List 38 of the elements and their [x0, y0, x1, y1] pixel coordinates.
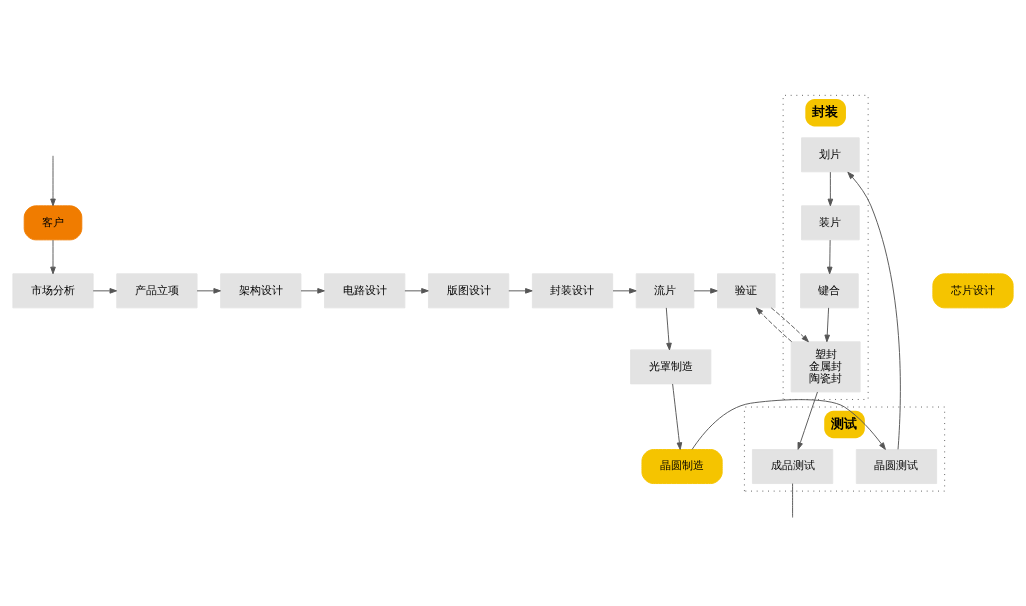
- arrow: [300, 288, 325, 294]
- arrow: [665, 307, 672, 351]
- node-box: 电路设计: [324, 273, 406, 309]
- arrow: [50, 155, 56, 207]
- node-box: 市场分析: [12, 273, 94, 309]
- arrow: [50, 239, 56, 275]
- node-box: 划片: [801, 137, 860, 173]
- arrow: [672, 383, 683, 450]
- arrow: [691, 399, 886, 450]
- arrow: [827, 171, 834, 207]
- node-box: 光罩制造: [630, 349, 712, 385]
- node-box: 成品测试: [751, 449, 834, 484]
- arrow: [693, 288, 718, 294]
- arrow: [92, 288, 118, 294]
- arrow: [824, 307, 830, 343]
- node-box: 芯片设计: [932, 273, 1014, 309]
- node-box: 封装设计: [531, 273, 614, 309]
- node-box: 验证: [717, 273, 776, 309]
- arrow: [770, 307, 809, 343]
- arrow: [612, 288, 637, 294]
- node-box: 键合: [800, 273, 859, 309]
- arrow: [826, 239, 833, 275]
- node-box: 晶圆制造: [641, 449, 723, 484]
- arrow: [847, 171, 901, 450]
- node-box: 产品立项: [116, 273, 198, 309]
- arrow: [508, 288, 533, 294]
- arrow: [196, 288, 221, 294]
- arrow: [755, 307, 793, 343]
- node-box: 塑封 金属封 陶瓷封: [790, 341, 861, 393]
- node-box: 客户: [23, 205, 83, 241]
- node-box: 装片: [801, 205, 860, 241]
- arrow: [404, 288, 429, 294]
- connector: [792, 483, 794, 518]
- node-box: 架构设计: [220, 273, 302, 309]
- arrow: [797, 391, 818, 450]
- node-box: 流片: [635, 273, 695, 309]
- node-box: 版图设计: [428, 273, 510, 309]
- node-box: 晶圆测试: [855, 449, 938, 484]
